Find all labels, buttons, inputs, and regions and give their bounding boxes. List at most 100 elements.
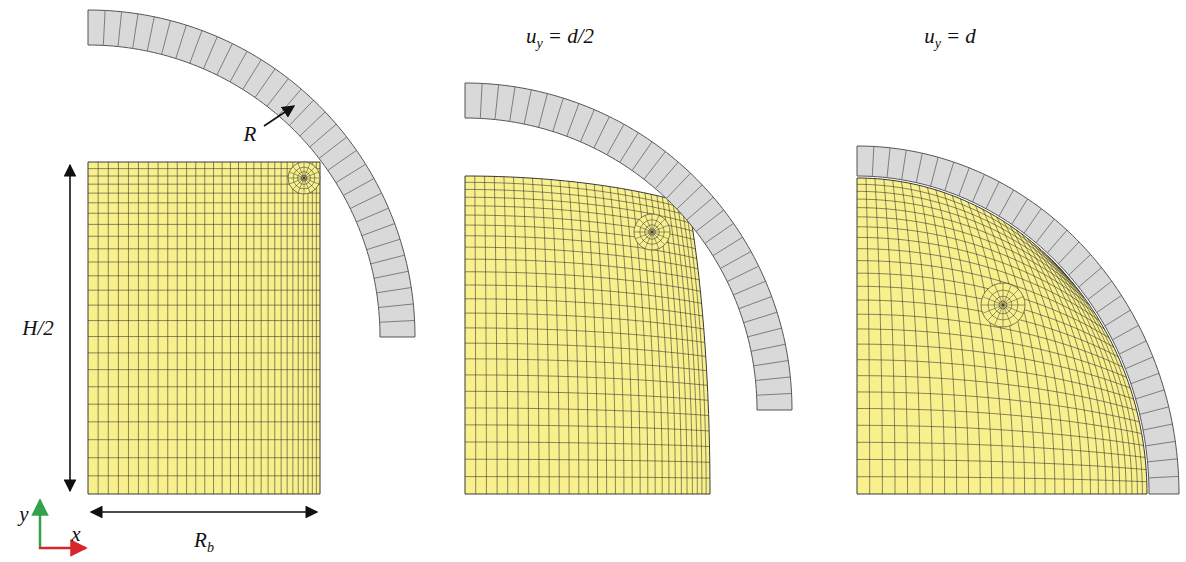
mesh-line bbox=[88, 404, 320, 405]
mesh-line bbox=[88, 248, 320, 249]
mesh-line bbox=[569, 181, 579, 494]
mesh-line bbox=[465, 328, 705, 343]
mesh-line bbox=[88, 320, 320, 321]
mesh-line bbox=[88, 386, 320, 387]
mesh-line bbox=[866, 178, 870, 494]
dimension-arrow bbox=[69, 165, 71, 491]
mesh-line bbox=[668, 198, 688, 494]
mesh-line bbox=[253, 162, 254, 494]
mesh-line bbox=[857, 477, 1147, 482]
mesh-line bbox=[485, 176, 487, 494]
mesh-line bbox=[108, 162, 109, 494]
mesh-line bbox=[268, 162, 269, 494]
die-arc bbox=[857, 146, 1179, 494]
mesh-line bbox=[88, 261, 320, 262]
mesh-line bbox=[281, 162, 282, 494]
mesh-line bbox=[514, 177, 519, 494]
mesh-line bbox=[88, 475, 320, 476]
label-text: u bbox=[526, 26, 537, 47]
mesh-line bbox=[88, 369, 320, 370]
mesh-line bbox=[542, 179, 549, 494]
mesh-line bbox=[465, 313, 704, 329]
axis-label: y bbox=[19, 504, 28, 525]
mesh-line bbox=[533, 178, 540, 494]
radius-label: R bbox=[244, 124, 257, 145]
mesh-line bbox=[875, 179, 882, 494]
mesh-line bbox=[677, 201, 697, 494]
mesh-line bbox=[465, 299, 703, 316]
radius-leader bbox=[264, 106, 294, 126]
subscript-text: y bbox=[935, 37, 941, 51]
mesh-panel bbox=[88, 162, 320, 494]
mesh-line bbox=[230, 162, 231, 494]
mesh-line bbox=[968, 202, 1014, 494]
mesh-line bbox=[857, 376, 1137, 411]
mesh-line bbox=[465, 359, 707, 371]
mesh-line bbox=[465, 343, 706, 356]
mesh-line bbox=[298, 162, 299, 494]
axis-arrow bbox=[39, 547, 86, 550]
specimen-body bbox=[465, 176, 710, 494]
mesh-line bbox=[213, 162, 214, 494]
mesh-line bbox=[303, 162, 304, 494]
mesh-line bbox=[88, 305, 320, 306]
mesh-line bbox=[88, 224, 320, 225]
mesh-line bbox=[465, 425, 709, 431]
die-arc bbox=[88, 10, 415, 337]
refined-mesh-zone bbox=[288, 162, 320, 194]
mesh-panel bbox=[465, 176, 710, 494]
label-text: y bbox=[19, 504, 28, 525]
mesh-line bbox=[238, 162, 239, 494]
mesh-line bbox=[167, 162, 168, 494]
mesh-line bbox=[523, 178, 529, 494]
mesh-line bbox=[594, 184, 606, 494]
mesh-line bbox=[504, 177, 508, 494]
mesh-line bbox=[857, 392, 1139, 422]
mesh-line bbox=[98, 162, 99, 494]
mesh-line bbox=[204, 162, 205, 494]
dimension-label: H/2 bbox=[22, 318, 54, 339]
mesh-line bbox=[857, 329, 1126, 377]
mesh-line bbox=[222, 162, 223, 494]
axis-label: x bbox=[71, 524, 80, 545]
displacement-label: uy= d/2 bbox=[526, 26, 594, 47]
label-text: = d/2 bbox=[548, 26, 594, 47]
mesh-line bbox=[316, 162, 317, 494]
mesh-line bbox=[88, 236, 320, 237]
mesh-line bbox=[465, 477, 710, 479]
label-text: = d bbox=[946, 26, 976, 47]
subscript-text: b bbox=[207, 541, 214, 555]
mesh-line bbox=[88, 457, 320, 458]
label-text: R bbox=[244, 124, 257, 145]
mesh-line bbox=[88, 202, 320, 203]
mesh-line bbox=[312, 162, 313, 494]
mesh-line bbox=[307, 162, 308, 494]
mesh-line bbox=[261, 162, 262, 494]
die-arc bbox=[465, 83, 792, 410]
axis-arrow bbox=[39, 500, 42, 549]
mesh-line bbox=[857, 459, 1146, 469]
mesh-line bbox=[465, 408, 709, 416]
mesh-line bbox=[88, 275, 320, 276]
mesh-line bbox=[246, 162, 247, 494]
mesh-panel bbox=[857, 178, 1147, 494]
mesh-line bbox=[88, 290, 320, 291]
mesh-line bbox=[551, 180, 559, 494]
mesh-line bbox=[990, 213, 1045, 494]
mesh-line bbox=[983, 209, 1035, 494]
specimen-body bbox=[88, 162, 320, 494]
mesh-line bbox=[287, 162, 288, 494]
mesh-line bbox=[857, 425, 1144, 445]
label-text: H/2 bbox=[22, 318, 54, 339]
mesh-line bbox=[88, 176, 320, 177]
mesh-line bbox=[274, 162, 275, 494]
mesh-line bbox=[910, 183, 932, 494]
mesh-line bbox=[560, 180, 569, 494]
mesh-line bbox=[577, 182, 588, 494]
mesh-line bbox=[465, 375, 707, 385]
label-text: R bbox=[194, 530, 207, 551]
mesh-line bbox=[602, 185, 615, 494]
mesh-line bbox=[465, 391, 708, 400]
